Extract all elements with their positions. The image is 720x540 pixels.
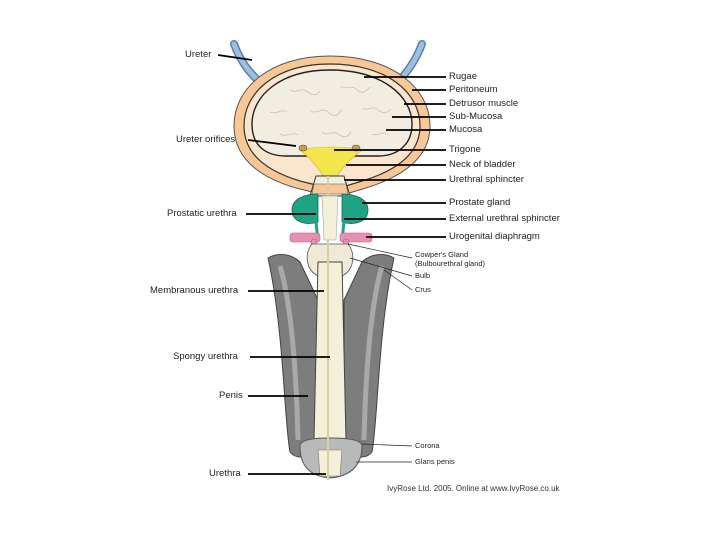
label-spongy-urethra: Spongy urethra	[173, 351, 238, 362]
label-urethral-sphincter: Urethral sphincter	[449, 174, 524, 185]
credit-line: IvyRose Ltd. 2005. Online at www.IvyRose…	[387, 484, 560, 493]
label-cowpers-gland: Cowper's Gland	[415, 250, 469, 259]
ureter-pointer	[217, 54, 253, 61]
label-trigone: Trigone	[449, 144, 481, 155]
label-peritoneum: Peritoneum	[449, 84, 498, 95]
bulb-pointer	[349, 257, 413, 277]
prostatic-urethra-channel	[321, 195, 339, 241]
ureter-orifices-pointer	[247, 139, 297, 147]
crus-right-highlight	[361, 265, 385, 441]
label-mucosa: Mucosa	[449, 124, 483, 135]
rugae-folds	[269, 85, 392, 138]
left-ureter-orifice	[298, 144, 308, 152]
trigone	[299, 146, 363, 183]
corona-pointer	[361, 443, 413, 447]
label-urogenital-diaphragm: Urogenital diaphragm	[449, 231, 540, 242]
prostate-gland-right	[341, 193, 369, 224]
label-glans-penis: Glans penis	[415, 457, 455, 466]
label-penis: Penis	[219, 390, 243, 401]
prostate-gland-left	[291, 193, 319, 224]
label-sub-mucosa: Sub-Mucosa	[449, 111, 503, 122]
label-ureter: Ureter	[185, 49, 212, 60]
cowpers-gland-pointer	[347, 243, 413, 259]
label-corona: Corona	[415, 441, 440, 450]
right-thin-pointer-lines	[347, 243, 413, 463]
label-membranous-urethra: Membranous urethra	[150, 285, 239, 296]
label-rugae: Rugae	[449, 71, 477, 82]
label-ureter-orifices: Ureter orifices	[176, 134, 236, 145]
left-pointer-lines	[217, 54, 330, 475]
label-crus: Crus	[415, 285, 431, 294]
urethral-sphincter	[311, 183, 349, 195]
label-detrusor-muscle: Detrusor muscle	[449, 98, 519, 109]
label-urethra: Urethra	[209, 468, 241, 479]
corpus-spongiosum	[313, 261, 347, 441]
label-neck-of-bladder: Neck of bladder	[449, 159, 516, 170]
right-pointer-lines	[334, 76, 446, 238]
label-cowpers-gland-sub: (Bulbourethral gland)	[415, 259, 486, 268]
glans-tip	[317, 449, 343, 477]
crus-left-highlight	[277, 265, 301, 441]
label-prostatic-urethra: Prostatic urethra	[167, 208, 237, 219]
label-prostate-gland: Prostate gland	[449, 197, 511, 208]
crus-pointer	[383, 269, 413, 291]
label-external-urethral-sphincter: External urethral sphincter	[449, 213, 560, 224]
label-bulb: Bulb	[415, 271, 431, 280]
